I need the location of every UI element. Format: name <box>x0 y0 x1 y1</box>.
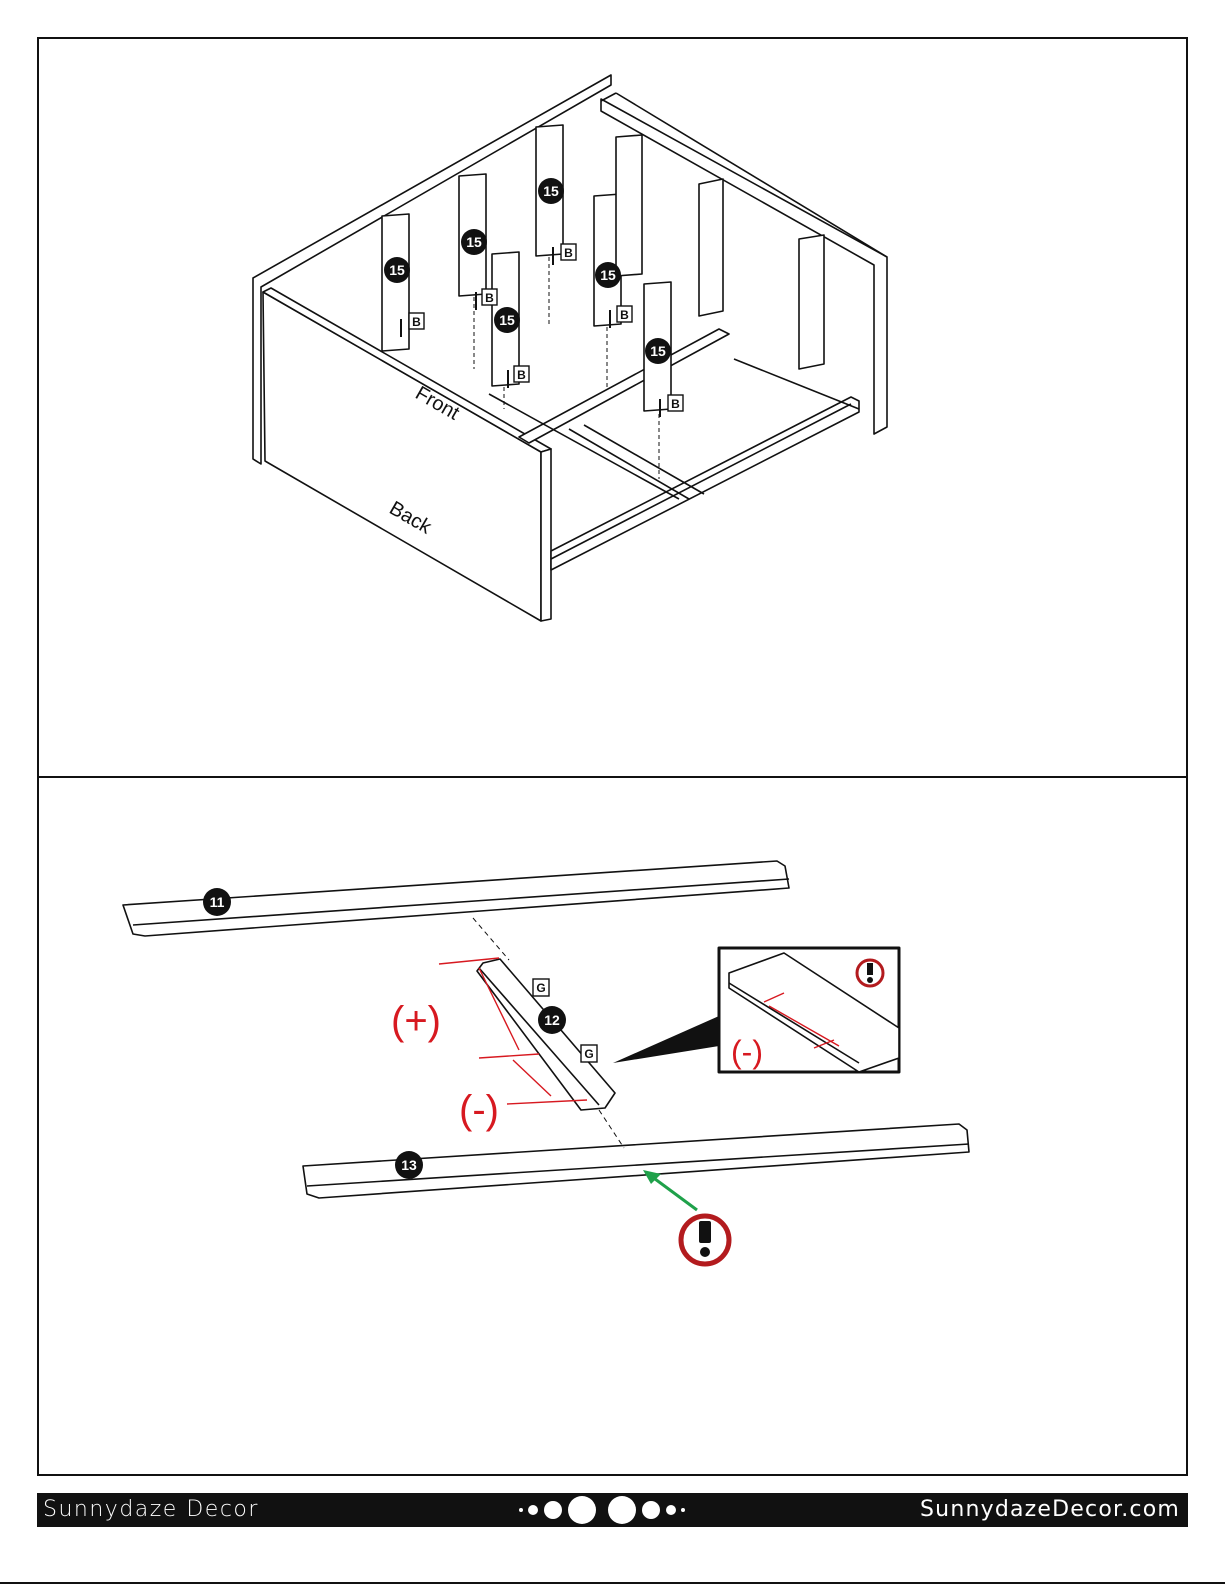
rail-assembly-diagram: 11 12 13 G G (+) (-) (-) <box>39 778 1190 1478</box>
footer-website: SunnydazeDecor.com <box>920 1497 1180 1522</box>
inset-minus-label: (-) <box>731 1034 763 1070</box>
hardware-b-label-1: B <box>412 315 421 329</box>
plus-label: (+) <box>391 999 441 1043</box>
part-15-label-5: 15 <box>600 267 616 283</box>
hardware-b-label-2: B <box>485 291 494 305</box>
part-15-label-3: 15 <box>543 183 559 199</box>
page-bottom-rule <box>0 1582 1225 1584</box>
part-11-label: 11 <box>210 894 225 910</box>
green-arrow-icon <box>643 1170 697 1210</box>
minus-label: (-) <box>459 1088 499 1132</box>
footer-brand: Sunnydaze Decor <box>43 1497 259 1522</box>
part-13-label: 13 <box>401 1157 417 1173</box>
footer-bar: Sunnydaze Decor SunnydazeDecor.com <box>37 1493 1188 1527</box>
hardware-g-label-1: G <box>536 981 545 995</box>
warning-icon-inset <box>857 960 883 986</box>
part-15-label-2: 15 <box>466 234 482 250</box>
part-15-label-1: 15 <box>389 262 405 278</box>
step-panel-top: 15 15 15 15 15 15 B B B B B B <box>37 37 1188 778</box>
step-panel-bottom: 11 12 13 G G (+) (-) (-) <box>37 776 1188 1476</box>
hardware-g-label-2: G <box>584 1047 593 1061</box>
part-15-label-4: 15 <box>499 312 515 328</box>
page-dots-icon <box>517 1493 717 1527</box>
part-12-label: 12 <box>544 1012 560 1028</box>
hardware-b-label-5: B <box>620 308 629 322</box>
hardware-b-label-4: B <box>517 368 526 382</box>
callout-pointer <box>613 1016 719 1063</box>
drawer-assembly-diagram: 15 15 15 15 15 15 B B B B B B <box>39 39 1190 780</box>
warning-icon-main <box>681 1216 729 1264</box>
hardware-b-label-3: B <box>564 246 573 260</box>
hardware-b-label-6: B <box>671 397 680 411</box>
part-15-label-6: 15 <box>650 343 666 359</box>
